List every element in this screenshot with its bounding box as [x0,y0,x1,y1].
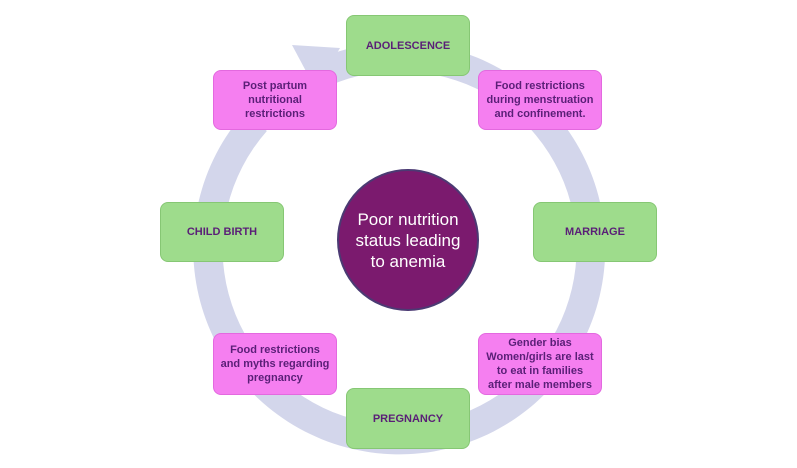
stage-adolescence: ADOLESCENCE [346,15,470,76]
factor-gender-bias-label: Gender bias Women/girls are last to eat … [486,337,594,391]
stage-adolescence-label: ADOLESCENCE [365,39,451,52]
factor-gender-bias: Gender bias Women/girls are last to eat … [478,333,602,395]
factor-menstruation-restrictions: Food restrictions during menstruation an… [478,70,602,130]
cycle-arrow-head [292,45,340,90]
stage-marriage: MARRIAGE [533,202,657,262]
factor-pregnancy-myths: Food restrictions and myths regarding pr… [213,333,337,395]
stage-child-birth-label: CHILD BIRTH [186,226,258,238]
stage-child-birth: CHILD BIRTH [160,202,284,262]
center-circle-poor-nutrition: Poor nutrition status leading to anemia [337,169,479,311]
stage-pregnancy-label: PREGNANCY [372,412,444,425]
factor-post-partum-restrictions: Post partum nutritional restrictions [213,70,337,130]
stage-marriage-label: MARRIAGE [565,226,625,238]
center-circle-text: Poor nutrition status leading to anemia [355,209,461,271]
factor-post-partum-label: Post partum nutritional restrictions [242,80,308,120]
stage-pregnancy: PREGNANCY [346,388,470,449]
factor-pregnancy-myths-label: Food restrictions and myths regarding pr… [220,344,330,384]
factor-menstruation-label: Food restrictions during menstruation an… [486,80,594,120]
